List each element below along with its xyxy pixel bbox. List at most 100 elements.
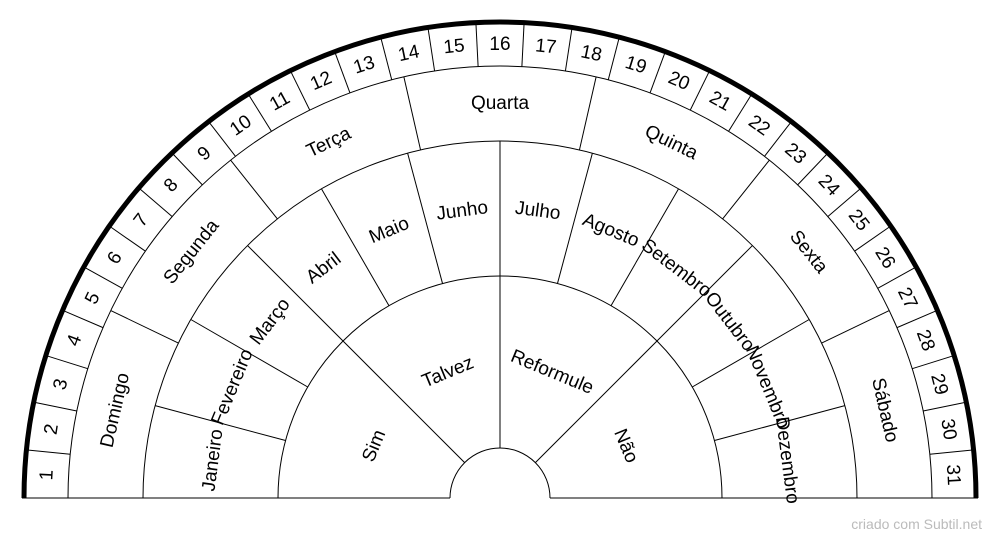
answer-label: Talvez <box>419 352 477 392</box>
day-label: 1 <box>36 469 58 481</box>
day-divider <box>208 122 236 157</box>
day-divider <box>564 28 573 72</box>
day-divider <box>923 401 966 412</box>
month-label: Junho <box>435 197 489 225</box>
weekday-label: Quarta <box>471 93 530 114</box>
day-divider <box>380 38 393 80</box>
day-label: 9 <box>194 142 216 165</box>
day-label: 27 <box>893 284 921 312</box>
credit-text: criado com Subtil.net <box>851 516 982 532</box>
answer-label: Sim <box>358 427 390 465</box>
day-label: 2 <box>41 423 63 437</box>
day-divider <box>854 226 891 252</box>
day-label: 31 <box>942 464 964 486</box>
month-label: Fevereiro <box>207 346 257 428</box>
day-label: 12 <box>307 67 335 95</box>
day-divider <box>46 355 88 370</box>
day-divider <box>63 310 104 329</box>
day-label: 26 <box>870 244 899 273</box>
day-label: 24 <box>814 171 844 201</box>
weekday-divider <box>722 159 770 220</box>
weekday-divider <box>230 159 278 220</box>
day-label: 28 <box>912 327 939 354</box>
weekday-ring-arc <box>67 65 933 499</box>
answer-label: Não <box>609 426 642 466</box>
month-label: Dezembro <box>771 415 803 505</box>
day-label: 21 <box>706 87 735 116</box>
day-divider <box>84 267 123 289</box>
answer-divider <box>342 340 465 463</box>
day-label: 4 <box>63 331 87 349</box>
day-divider <box>34 401 77 412</box>
day-label: 11 <box>266 88 293 116</box>
day-label: 10 <box>226 111 255 140</box>
weekday-label: Segunda <box>160 215 224 288</box>
day-divider <box>896 310 937 329</box>
day-divider <box>728 94 752 132</box>
day-divider <box>607 38 620 80</box>
day-label: 5 <box>81 289 105 308</box>
weekday-divider <box>821 310 890 344</box>
weekday-label: Terça <box>303 123 354 162</box>
weekday-label: Sexta <box>785 226 832 277</box>
hub-arc <box>449 447 551 499</box>
day-divider <box>797 153 828 186</box>
day-divider <box>929 449 973 455</box>
day-divider <box>290 71 311 111</box>
month-divider <box>155 405 286 442</box>
month-divider <box>247 245 344 342</box>
month-divider <box>190 319 308 388</box>
day-label: 22 <box>744 111 773 140</box>
day-label: 16 <box>489 34 510 55</box>
day-divider <box>427 28 436 72</box>
month-label: Janeiro <box>199 428 228 493</box>
day-divider <box>827 188 861 217</box>
day-divider <box>109 226 146 252</box>
month-label: Abril <box>302 248 345 288</box>
month-divider <box>556 153 593 284</box>
month-divider <box>610 188 679 306</box>
day-label: 7 <box>130 210 153 231</box>
day-divider <box>521 23 525 67</box>
month-label: Maio <box>366 213 412 248</box>
day-label: 17 <box>534 35 557 58</box>
day-label: 15 <box>443 35 466 58</box>
weekday-divider <box>578 76 597 151</box>
day-divider <box>248 94 272 132</box>
day-label: 14 <box>396 41 421 66</box>
day-label: 13 <box>351 52 377 78</box>
month-label: Março <box>246 294 295 349</box>
day-divider <box>764 122 792 157</box>
month-label: Agosto <box>579 210 642 252</box>
day-label: 23 <box>781 139 811 169</box>
ring-lines <box>21 19 979 499</box>
day-divider <box>27 449 71 455</box>
month-label: Setembro <box>637 235 715 302</box>
day-divider <box>649 52 666 94</box>
weekday-divider <box>110 310 179 344</box>
day-divider <box>689 71 710 111</box>
day-label: 30 <box>936 417 960 441</box>
month-divider <box>714 405 845 442</box>
weekday-label: Sábado <box>867 376 902 445</box>
day-divider <box>475 23 479 67</box>
month-divider <box>656 245 753 342</box>
day-divider <box>877 267 916 289</box>
answer-label: Reformule <box>508 346 597 399</box>
answer-divider <box>535 340 658 463</box>
month-label: Julho <box>514 198 562 225</box>
month-divider <box>692 319 810 388</box>
outer-border-arc <box>21 19 979 499</box>
day-label: 6 <box>103 248 126 268</box>
weekday-label: Domingo <box>97 371 134 450</box>
month-divider <box>407 153 444 284</box>
day-divider <box>912 355 954 370</box>
day-label: 3 <box>49 377 72 393</box>
day-label: 29 <box>926 371 952 397</box>
day-label: 19 <box>623 52 649 78</box>
day-divider <box>172 153 203 186</box>
weekday-divider <box>403 76 422 151</box>
weekday-label: Quinta <box>641 121 701 164</box>
month-label: Outubro <box>700 288 758 355</box>
